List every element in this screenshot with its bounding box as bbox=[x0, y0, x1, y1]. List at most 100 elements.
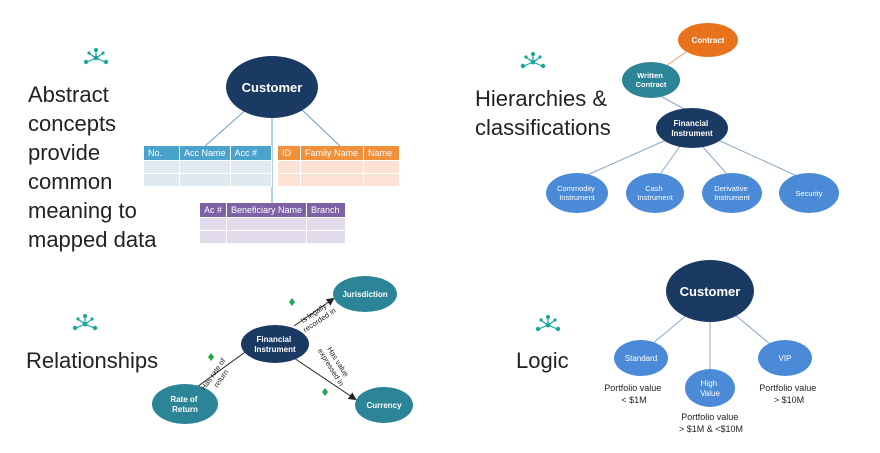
table-header-cell: Name bbox=[363, 146, 400, 161]
cash-instrument-label-line: Cash bbox=[645, 184, 663, 193]
table-cell bbox=[179, 173, 231, 187]
rule-line: > $1M & <$10M bbox=[679, 424, 743, 434]
table-header-cell: Beneficiary Name bbox=[226, 203, 308, 218]
link-financial-derivative bbox=[701, 145, 727, 174]
financial-instrument-label: Financial Instrument bbox=[254, 335, 296, 354]
network-icon bbox=[83, 48, 109, 65]
beneficiary-table: Ac # Beneficiary Name Branch bbox=[200, 203, 347, 244]
rate-of-return-label-line: Return bbox=[172, 405, 198, 414]
diamond-icon bbox=[322, 388, 328, 396]
link-customer-standard bbox=[651, 313, 689, 345]
rule-line: Portfolio value bbox=[759, 383, 816, 393]
high-value-node bbox=[685, 369, 735, 407]
written-contract-label-line: Contract bbox=[636, 80, 667, 89]
table-cell bbox=[300, 173, 364, 187]
heading-line: meaning to bbox=[28, 198, 137, 223]
customer-node bbox=[226, 56, 318, 118]
table-cell bbox=[226, 217, 308, 231]
commodity-instrument-label-line: Instrument bbox=[559, 193, 595, 202]
heading-line: Logic bbox=[516, 348, 569, 373]
written-contract-label: Written Contract bbox=[636, 71, 667, 89]
table-cell bbox=[226, 230, 308, 244]
derivative-instrument-label: Derivative Instrument bbox=[714, 184, 750, 202]
link-contract-written bbox=[665, 51, 687, 67]
network-icon bbox=[520, 52, 546, 69]
relationships-heading: Relationships bbox=[26, 346, 158, 375]
network-icon bbox=[535, 315, 561, 332]
high-value-rule: Portfolio value > $1M & <$10M bbox=[679, 412, 743, 434]
table-cell bbox=[230, 173, 272, 187]
table-cell bbox=[200, 230, 228, 244]
commodity-instrument-node bbox=[546, 173, 608, 213]
table-cell bbox=[200, 217, 228, 231]
heading-line: Abstract bbox=[28, 82, 109, 107]
table-cell bbox=[306, 217, 347, 231]
table-header-cell: No. bbox=[144, 146, 180, 161]
link-financial-cash bbox=[660, 145, 681, 174]
edge-legally-recorded bbox=[293, 297, 335, 327]
commodity-instrument-label-line: Commodity bbox=[557, 184, 595, 193]
high-value-label: High Value bbox=[700, 379, 720, 398]
edge-rate-of-return bbox=[188, 349, 249, 394]
written-contract-label-line: Written bbox=[637, 71, 663, 80]
heading-line: mapped data bbox=[28, 227, 157, 252]
currency-node bbox=[355, 387, 413, 423]
derivative-instrument-label-line: Instrument bbox=[714, 193, 750, 202]
table-header-cell: Ac # bbox=[200, 203, 228, 218]
customer-node bbox=[666, 260, 754, 322]
table-header-row: ID Family Name Name bbox=[278, 146, 400, 161]
rule-line: Portfolio value bbox=[604, 383, 661, 393]
table-header-cell: Acc Name bbox=[179, 146, 231, 161]
table-row bbox=[200, 217, 347, 231]
account-table: No. Acc Name Acc # bbox=[144, 146, 272, 187]
edge-label-legally: Is legally recorded in bbox=[296, 298, 337, 334]
table-row bbox=[278, 173, 400, 187]
table-cell bbox=[230, 160, 272, 174]
table-header-cell: Family Name bbox=[300, 146, 364, 161]
table-row bbox=[144, 173, 272, 187]
jurisdiction-node bbox=[333, 276, 397, 312]
table-row bbox=[200, 230, 347, 244]
table-header-row: No. Acc Name Acc # bbox=[144, 146, 272, 161]
table-header-cell: ID bbox=[278, 146, 301, 161]
abstract-heading: Abstract concepts provide common meaning… bbox=[28, 80, 156, 254]
table-cell bbox=[306, 230, 347, 244]
financial-instrument-label-line: Financial bbox=[257, 335, 292, 344]
logic-panel: Customer Standard High Value VIP Portfol… bbox=[535, 260, 816, 434]
heading-line: Relationships bbox=[26, 348, 159, 373]
contract-node-label: Contract bbox=[692, 36, 725, 45]
rate-of-return-label-line: Rate of bbox=[170, 395, 197, 404]
heading-line: classifications bbox=[475, 115, 611, 140]
contract-node bbox=[678, 23, 738, 57]
family-table: ID Family Name Name bbox=[278, 146, 400, 187]
heading-line: common bbox=[28, 169, 113, 194]
table-header-row: Ac # Beneficiary Name Branch bbox=[200, 203, 347, 218]
high-value-label-line: High bbox=[701, 379, 717, 388]
table-row bbox=[278, 160, 400, 174]
table-cell bbox=[144, 160, 180, 174]
financial-instrument-node bbox=[656, 108, 728, 148]
derivative-instrument-node bbox=[702, 173, 762, 213]
cash-instrument-label-line: Instrument bbox=[637, 193, 673, 202]
table-header-cell: Branch bbox=[306, 203, 347, 218]
link-customer-vip bbox=[733, 313, 771, 345]
standard-rule: Portfolio value < $1M bbox=[604, 383, 664, 405]
edge-label-value: Has value expressed in bbox=[316, 342, 354, 388]
link-customer-account bbox=[204, 107, 249, 147]
customer-node-label: Customer bbox=[680, 284, 741, 299]
security-label: Security bbox=[795, 189, 822, 198]
financial-instrument-label-line: Instrument bbox=[671, 129, 713, 138]
diamond-icon bbox=[289, 298, 295, 306]
standard-node bbox=[614, 340, 668, 376]
vip-label: VIP bbox=[779, 354, 792, 363]
heading-line: Hierarchies & bbox=[475, 86, 608, 111]
table-header-cell: Acc # bbox=[230, 146, 272, 161]
table-cell bbox=[179, 160, 231, 174]
edge-value-expressed bbox=[293, 357, 357, 401]
edge-label-rate: Has rate of return bbox=[199, 355, 236, 397]
derivative-instrument-label-line: Derivative bbox=[714, 184, 747, 193]
table-cell bbox=[363, 160, 400, 174]
high-value-label-line: Value bbox=[700, 389, 720, 398]
